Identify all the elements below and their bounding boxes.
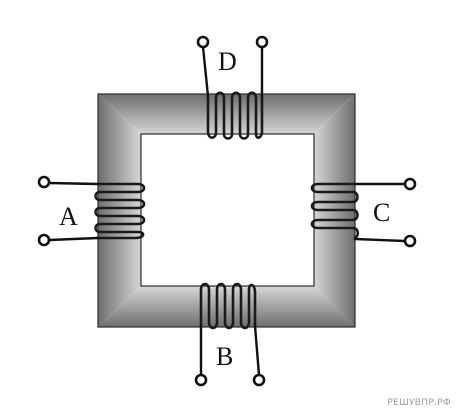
coil-B-terminal-left <box>194 373 208 387</box>
coil-D: D <box>196 35 269 140</box>
coil-A-terminal-bottom <box>37 233 51 247</box>
coil-A-lead-top <box>47 181 100 186</box>
coil-D-winding <box>206 91 264 140</box>
coil-B-lead-right <box>253 324 261 377</box>
core-top <box>98 94 355 134</box>
coil-D-terminal-right <box>255 35 269 49</box>
coil-C-terminal-bottom <box>403 234 417 248</box>
core-bottom <box>98 286 355 327</box>
watermark: РЕШУВПР.РФ <box>387 398 451 408</box>
coil-B-winding <box>199 282 257 330</box>
coil-A: A <box>37 175 146 247</box>
core-window <box>140 133 315 287</box>
coil-A-winding <box>94 182 146 240</box>
coil-C-winding <box>310 182 360 240</box>
coil-A-label: A <box>59 202 78 231</box>
coil-B-terminal-right <box>252 373 266 387</box>
coil-B-label: B <box>216 342 233 371</box>
coil-B: B <box>194 282 266 387</box>
coil-A-terminal-top <box>37 175 51 189</box>
coil-C: C <box>310 177 417 248</box>
coil-D-lead-left <box>201 45 210 98</box>
coil-C-lead-bottom <box>353 237 407 243</box>
coil-C-terminal-top <box>403 177 417 191</box>
coil-C-label: C <box>373 198 390 227</box>
core-left <box>98 94 141 327</box>
coil-D-terminal-left <box>196 35 210 49</box>
coil-A-lead-bottom <box>47 236 100 242</box>
coil-D-label: D <box>218 47 237 76</box>
